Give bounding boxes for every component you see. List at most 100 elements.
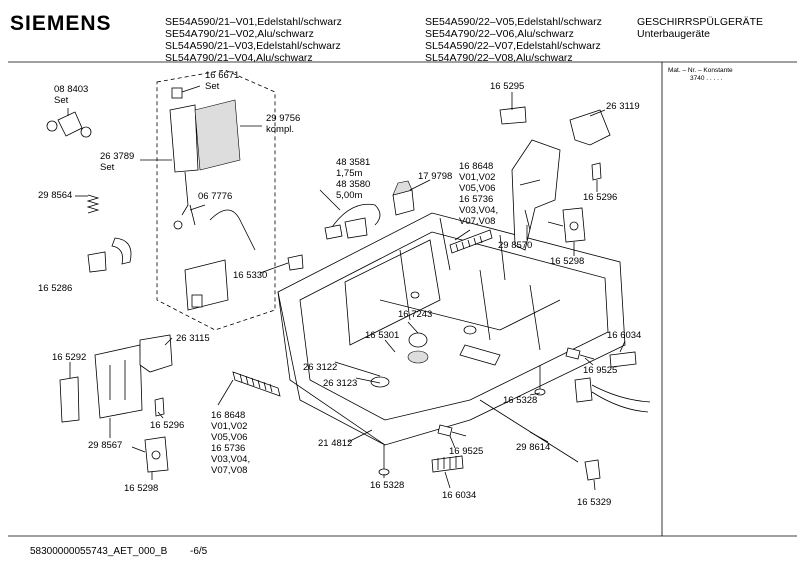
label-line: 5,00m: [336, 190, 363, 201]
part-label-166671: 16 6671 Set: [205, 70, 239, 92]
model-line: SE54A590/22–V05,Edelstahl/schwarz: [425, 16, 602, 28]
label-line: 48 3581: [336, 157, 371, 168]
model-line: SL54A590/22–V07,Edelstahl/schwarz: [425, 40, 601, 52]
part-label-165295: 16 5295: [490, 81, 524, 92]
clip: [87, 251, 107, 273]
cable-bracket: [392, 180, 415, 216]
label-line: 29 8570: [498, 240, 533, 251]
label-line: V05,V06: [459, 183, 496, 194]
label-line: 16 8648: [211, 410, 246, 421]
float-switch-assembly: [169, 87, 256, 311]
kit-outline: [156, 69, 276, 331]
label-line: 16 9525: [583, 365, 618, 376]
part-label-165330: 16 5330: [233, 270, 267, 281]
part-label-179798: 17 9798: [418, 171, 452, 182]
label-line: Set: [205, 81, 220, 92]
part-label-165328-bottom: 16 5328: [370, 480, 404, 491]
leader-lines: [67, 85, 626, 491]
label-line: 16 5292: [52, 352, 87, 363]
left-rail: [232, 371, 281, 397]
label-line: 26 3789: [100, 151, 135, 162]
label-line: 16 5330: [233, 270, 268, 281]
label-line: 29 8567: [88, 440, 123, 451]
siemens-logo: SIEMENS: [10, 12, 112, 35]
label-line: 16 5296: [150, 420, 185, 431]
category: GESCHIRRSPÜLGERÄTE Unterbaugeräte: [637, 16, 763, 40]
part-label-299756: 29 9756 kompl.: [266, 113, 300, 135]
label-line: kompl.: [266, 124, 294, 135]
label-line: 26 3123: [323, 378, 358, 389]
part-label-263789: 26 3789 Set: [100, 151, 134, 173]
label-line: V07,V08: [459, 216, 496, 227]
model-line: SE54A790/21–V02,Alu/schwarz: [165, 28, 314, 40]
part-label-167243: 16 7243: [398, 309, 432, 320]
label-line: 16 5298: [550, 256, 585, 267]
label-line: 08 8403: [54, 84, 89, 95]
label-line: 16 9525: [449, 446, 484, 457]
hinge-165298a: [547, 207, 586, 243]
part-label-169525-right: 16 9525: [583, 365, 617, 376]
part-label-263123: 26 3123: [323, 378, 357, 389]
model-line: SE54A790/22–V06,Alu/schwarz: [425, 28, 574, 40]
part-label-165298-right: 16 5298: [550, 256, 584, 267]
model-line: SL54A790/21–V04,Alu/schwarz: [165, 52, 313, 64]
part-label-067776: 06 7776: [198, 191, 232, 202]
spring-clip-165296b: [154, 397, 165, 417]
spring: [86, 194, 100, 214]
part-label-088403: 08 8403 Set: [54, 84, 88, 106]
label-line: 26 3119: [606, 101, 640, 112]
mains-cable: [324, 203, 381, 240]
label-line: 29 8564: [38, 190, 73, 201]
base-tub: [277, 212, 626, 446]
mat-nr-heading: Mat. – Nr. – Konstante: [668, 67, 733, 74]
label-line: 16 5301: [365, 330, 400, 341]
page-number: -6/5: [190, 546, 208, 557]
part-label-166034-bottom: 16 6034: [442, 490, 476, 501]
part-label-263115: 26 3115: [176, 333, 210, 344]
connector-166034a: [431, 455, 464, 473]
label-line: 16 6034: [442, 490, 477, 501]
part-label-298564: 29 8564: [38, 190, 72, 201]
part-label-168648-right: 16 8648 V01,V02 V05,V06 16 5736 V03,V04,…: [459, 161, 498, 227]
part-label-165296-left: 16 5296: [150, 420, 184, 431]
document-number: 58300000055743_AET_000_B: [30, 546, 168, 557]
model-line: SL54A790/22–V08,Alu/schwarz: [425, 52, 573, 64]
part-label-169525-bottom: 16 9525: [449, 446, 483, 457]
part-label-165329: 16 5329: [577, 497, 611, 508]
label-line: V01,V02: [211, 421, 248, 432]
label-line: V03,V04,: [459, 205, 499, 216]
connector-166034b: [609, 351, 637, 368]
screw-169525a: [437, 424, 467, 437]
label-line: 16 5296: [583, 192, 618, 203]
label-line: Set: [100, 162, 115, 173]
label-line: 16 5736: [211, 443, 246, 454]
bracket-263119: [569, 109, 611, 146]
label-line: 26 3122: [303, 362, 338, 373]
category-subtitle: Unterbaugeräte: [637, 28, 710, 40]
part-label-166034-right: 16 6034: [607, 330, 641, 341]
label-line: 29 8614: [516, 442, 551, 453]
label-line: 16 5329: [577, 497, 612, 508]
label-line: 16 5328: [370, 480, 405, 491]
label-line: Set: [54, 95, 69, 106]
models-right: SE54A590/22–V05,Edelstahl/schwarz SE54A7…: [425, 16, 602, 64]
model-line: SL54A590/21–V03,Edelstahl/schwarz: [165, 40, 341, 52]
mat-nr-constant: 3740 . . . . .: [690, 75, 723, 82]
label-line: 16 5286: [38, 283, 73, 294]
label-line: 48 3580: [336, 179, 371, 190]
label-line: 16 6034: [607, 330, 642, 341]
part-label-483581: 48 3581 1,75m 48 3580 5,00m: [336, 157, 370, 201]
wire-harness: [574, 377, 651, 413]
label-line: V07,V08: [211, 465, 248, 476]
screw-169525b: [565, 347, 595, 360]
bracket-298570: [511, 139, 561, 251]
label-line: 16 5736: [459, 194, 494, 205]
label-line: 29 9756: [266, 113, 301, 124]
label-line: 16 5298: [124, 483, 159, 494]
category-title: GESCHIRRSPÜLGERÄTE: [637, 16, 764, 28]
part-label-214812: 21 4812: [318, 438, 352, 449]
part-label-298570: 29 8570: [498, 240, 532, 251]
holder-165330: [287, 254, 304, 271]
hinge-165298b: [131, 436, 169, 473]
